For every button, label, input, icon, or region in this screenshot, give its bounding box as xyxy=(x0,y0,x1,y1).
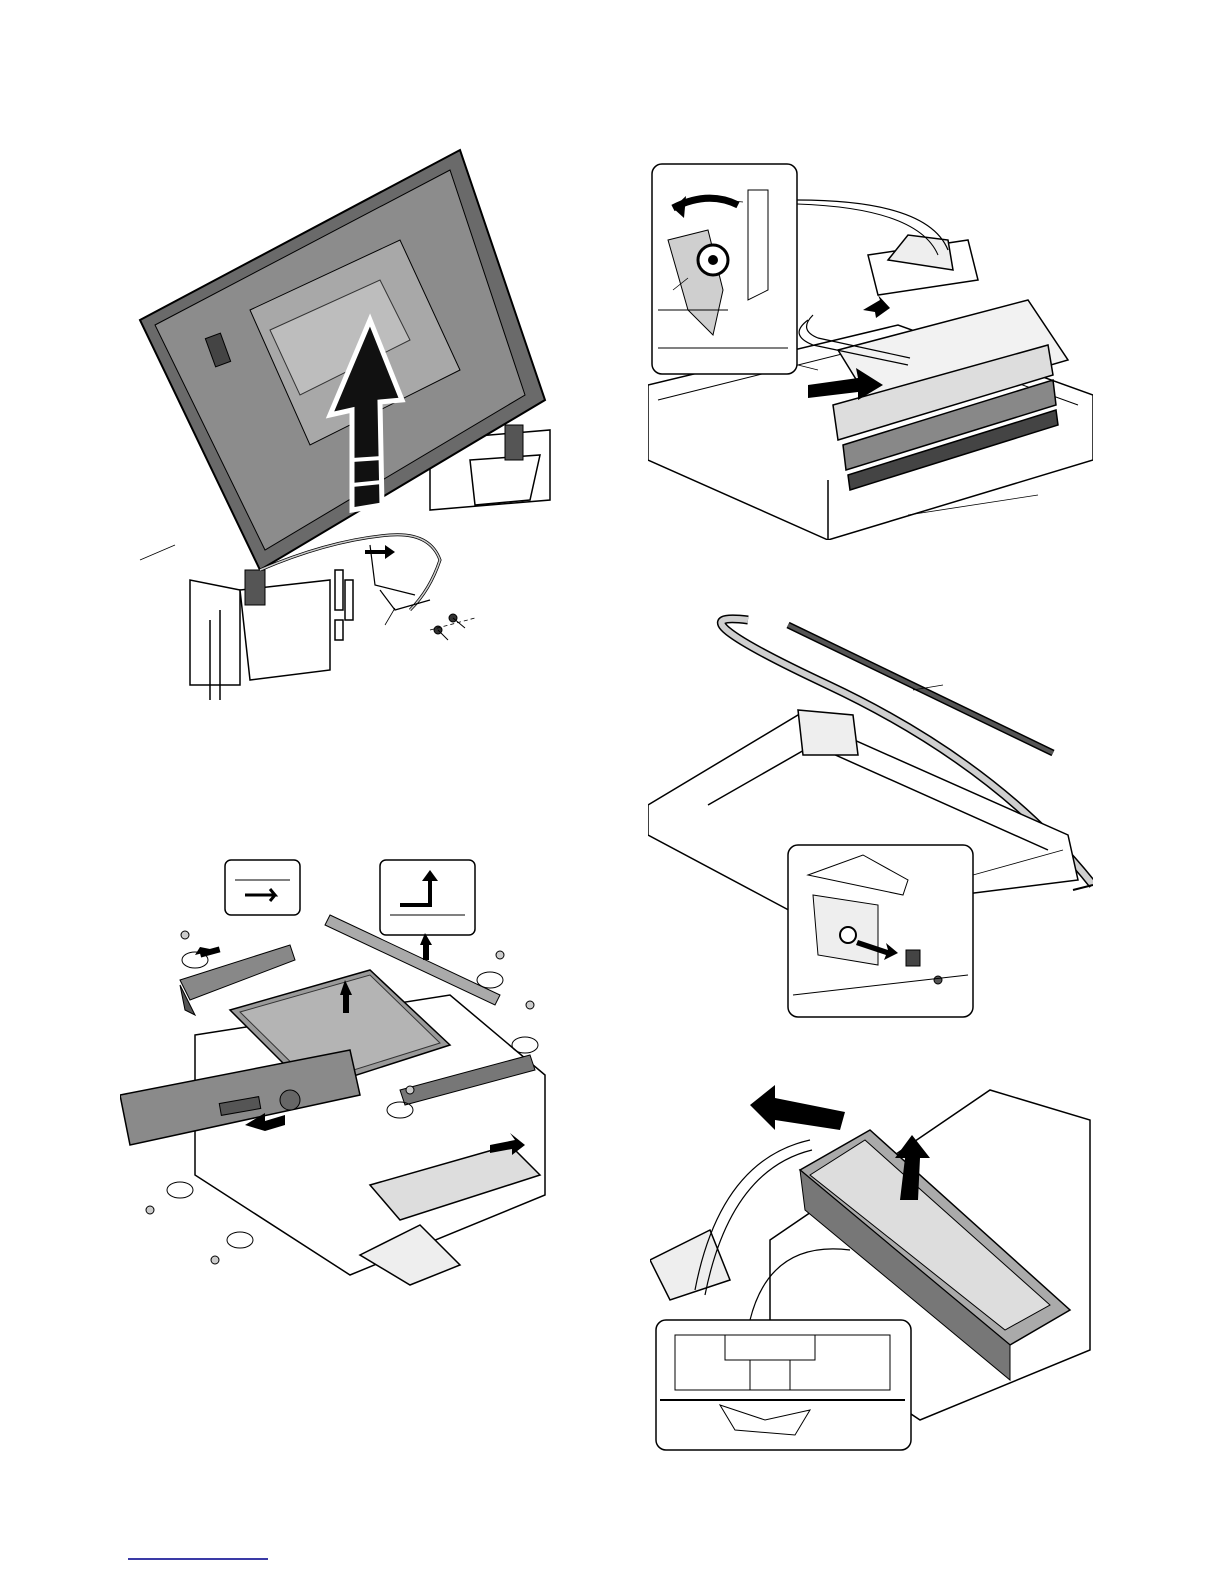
callout-inset-right xyxy=(380,860,475,935)
footer-link-underline[interactable] xyxy=(128,1558,268,1560)
figure-cover-removal xyxy=(130,140,560,700)
zoom-inset xyxy=(656,1320,911,1450)
figure-wire-removal xyxy=(648,605,1093,1025)
disconnect-arrow-icon xyxy=(365,545,395,559)
callout-inset-left xyxy=(225,860,300,915)
figure-glass-removal xyxy=(120,855,560,1295)
screw-icon xyxy=(434,614,465,640)
figure-lamp-unit xyxy=(650,1080,1095,1455)
scanner-cover xyxy=(140,150,545,605)
zoom-inset xyxy=(788,845,973,1017)
figure-scanner-belt xyxy=(648,160,1093,540)
